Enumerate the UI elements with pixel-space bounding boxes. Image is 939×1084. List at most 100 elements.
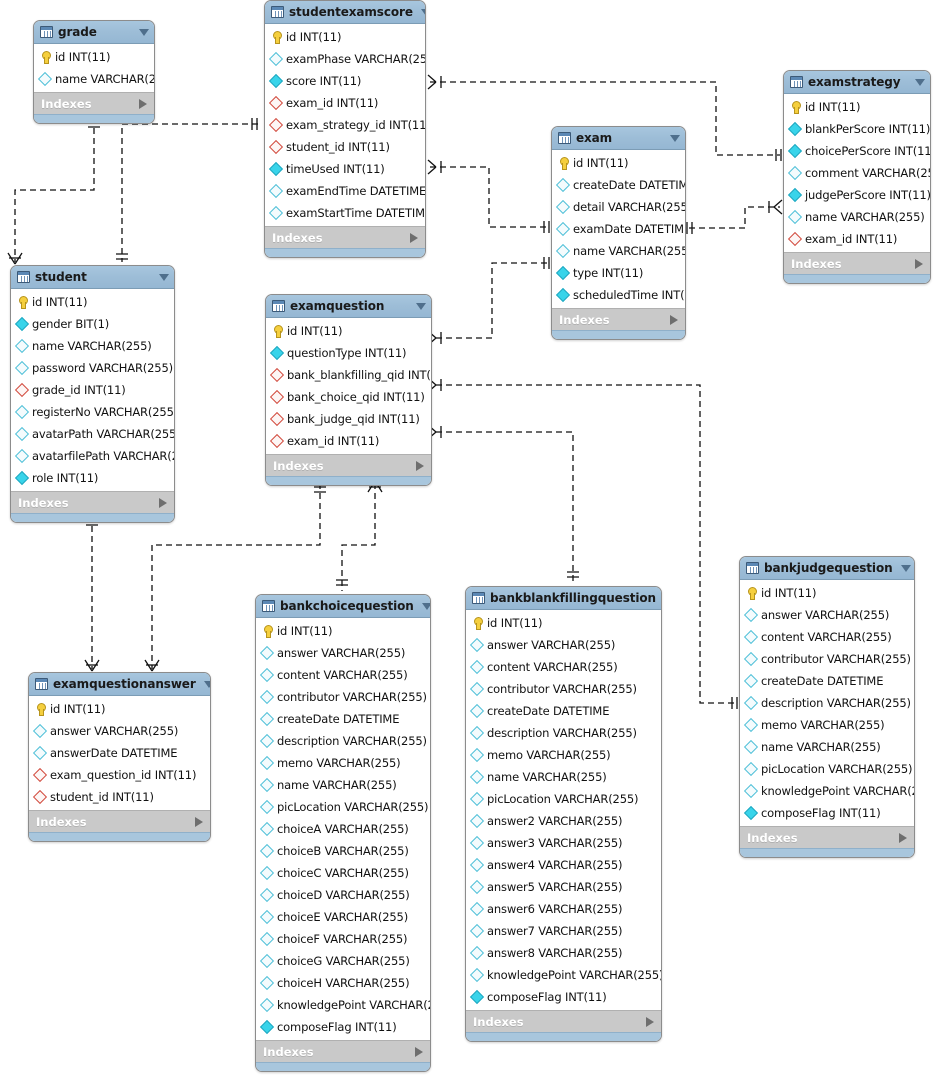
column-row[interactable]: examStartTime DATETIME xyxy=(265,202,425,224)
column-row[interactable]: memo VARCHAR(255) xyxy=(740,714,914,736)
column-row[interactable]: contributor VARCHAR(255) xyxy=(466,678,661,700)
column-row[interactable]: bank_blankfilling_qid INT(11) xyxy=(266,364,431,386)
column-row[interactable]: memo VARCHAR(255) xyxy=(256,752,430,774)
column-row[interactable]: picLocation VARCHAR(255) xyxy=(740,758,914,780)
table-header[interactable]: examstrategy xyxy=(784,71,930,94)
column-row[interactable]: type INT(11) xyxy=(552,262,685,284)
chevron-down-icon[interactable] xyxy=(900,564,911,572)
triangle-right-icon[interactable] xyxy=(670,314,678,325)
column-row[interactable]: choiceB VARCHAR(255) xyxy=(256,840,430,862)
column-row[interactable]: picLocation VARCHAR(255) xyxy=(466,788,661,810)
column-row[interactable]: choiceD VARCHAR(255) xyxy=(256,884,430,906)
indexes-section[interactable]: Indexes xyxy=(11,491,174,513)
column-row[interactable]: memo VARCHAR(255) xyxy=(466,744,661,766)
column-row[interactable]: answer2 VARCHAR(255) xyxy=(466,810,661,832)
chevron-down-icon[interactable] xyxy=(416,302,426,310)
column-row[interactable]: choicePerScore INT(11) xyxy=(784,140,930,162)
column-row[interactable]: answer8 VARCHAR(255) xyxy=(466,942,661,964)
column-row[interactable]: questionType INT(11) xyxy=(266,342,431,364)
column-row[interactable]: name VARCHAR(255) xyxy=(784,206,930,228)
chevron-down-icon[interactable] xyxy=(915,78,925,86)
column-row[interactable]: student_id INT(11) xyxy=(265,136,425,158)
column-row[interactable]: exam_id INT(11) xyxy=(265,92,425,114)
indexes-section[interactable]: Indexes xyxy=(552,308,685,330)
triangle-right-icon[interactable] xyxy=(899,832,907,843)
triangle-right-icon[interactable] xyxy=(410,232,418,243)
chevron-down-icon[interactable] xyxy=(203,680,210,688)
column-row[interactable]: createDate DATETIME xyxy=(552,174,685,196)
column-row[interactable]: choiceH VARCHAR(255) xyxy=(256,972,430,994)
column-row[interactable]: name VARCHAR(255) xyxy=(256,774,430,796)
table-header[interactable]: examquestion xyxy=(266,295,431,318)
column-row[interactable]: answer6 VARCHAR(255) xyxy=(466,898,661,920)
chevron-down-icon[interactable] xyxy=(421,602,430,610)
column-row[interactable]: description VARCHAR(255) xyxy=(256,730,430,752)
column-row[interactable]: password VARCHAR(255) xyxy=(11,357,174,379)
column-row[interactable]: id INT(11) xyxy=(466,612,661,634)
indexes-section[interactable]: Indexes xyxy=(29,810,210,832)
column-row[interactable]: choiceG VARCHAR(255) xyxy=(256,950,430,972)
column-row[interactable]: answer3 VARCHAR(255) xyxy=(466,832,661,854)
indexes-section[interactable]: Indexes xyxy=(256,1040,430,1062)
column-row[interactable]: name VARCHAR(255) xyxy=(740,736,914,758)
column-row[interactable]: answer VARCHAR(255) xyxy=(29,720,210,742)
column-row[interactable]: composeFlag INT(11) xyxy=(740,802,914,824)
column-row[interactable]: examDate DATETIME xyxy=(552,218,685,240)
column-row[interactable]: choiceE VARCHAR(255) xyxy=(256,906,430,928)
column-row[interactable]: gender BIT(1) xyxy=(11,313,174,335)
column-row[interactable]: name VARCHAR(255) xyxy=(11,335,174,357)
column-row[interactable]: examEndTime DATETIME xyxy=(265,180,425,202)
column-row[interactable]: composeFlag INT(11) xyxy=(256,1016,430,1038)
table-header[interactable]: bankblankfillingquestion xyxy=(466,587,661,610)
column-row[interactable]: bank_judge_qid INT(11) xyxy=(266,408,431,430)
column-row[interactable]: answer5 VARCHAR(255) xyxy=(466,876,661,898)
column-row[interactable]: createDate DATETIME xyxy=(740,670,914,692)
column-row[interactable]: name VARCHAR(255) xyxy=(552,240,685,262)
column-row[interactable]: description VARCHAR(255) xyxy=(466,722,661,744)
column-row[interactable]: timeUsed INT(11) xyxy=(265,158,425,180)
triangle-right-icon[interactable] xyxy=(915,258,923,269)
indexes-section[interactable]: Indexes xyxy=(34,92,154,114)
column-row[interactable]: student_id INT(11) xyxy=(29,786,210,808)
column-row[interactable]: comment VARCHAR(255) xyxy=(784,162,930,184)
chevron-down-icon[interactable] xyxy=(139,28,149,36)
indexes-section[interactable]: Indexes xyxy=(266,454,431,476)
column-row[interactable]: answer VARCHAR(255) xyxy=(466,634,661,656)
column-row[interactable]: picLocation VARCHAR(255) xyxy=(256,796,430,818)
column-row[interactable]: id INT(11) xyxy=(266,320,431,342)
column-row[interactable]: content VARCHAR(255) xyxy=(256,664,430,686)
triangle-right-icon[interactable] xyxy=(195,816,203,827)
chevron-down-icon[interactable] xyxy=(420,8,425,16)
column-row[interactable]: id INT(11) xyxy=(29,698,210,720)
column-row[interactable]: bank_choice_qid INT(11) xyxy=(266,386,431,408)
column-row[interactable]: content VARCHAR(255) xyxy=(466,656,661,678)
column-row[interactable]: role INT(11) xyxy=(11,467,174,489)
chevron-down-icon[interactable] xyxy=(670,134,680,142)
column-row[interactable]: exam_id INT(11) xyxy=(784,228,930,250)
column-row[interactable]: blankPerScore INT(11) xyxy=(784,118,930,140)
column-row[interactable]: composeFlag INT(11) xyxy=(466,986,661,1008)
column-row[interactable]: id INT(11) xyxy=(265,26,425,48)
column-row[interactable]: id INT(11) xyxy=(784,96,930,118)
column-row[interactable]: answer7 VARCHAR(255) xyxy=(466,920,661,942)
table-header[interactable]: grade xyxy=(34,21,154,44)
indexes-section[interactable]: Indexes xyxy=(740,826,914,848)
column-row[interactable]: choiceC VARCHAR(255) xyxy=(256,862,430,884)
column-row[interactable]: id INT(11) xyxy=(552,152,685,174)
column-row[interactable]: exam_id INT(11) xyxy=(266,430,431,452)
column-row[interactable]: answer VARCHAR(255) xyxy=(256,642,430,664)
table-header[interactable]: exam xyxy=(552,127,685,150)
column-row[interactable]: content VARCHAR(255) xyxy=(740,626,914,648)
column-row[interactable]: examPhase VARCHAR(255) xyxy=(265,48,425,70)
